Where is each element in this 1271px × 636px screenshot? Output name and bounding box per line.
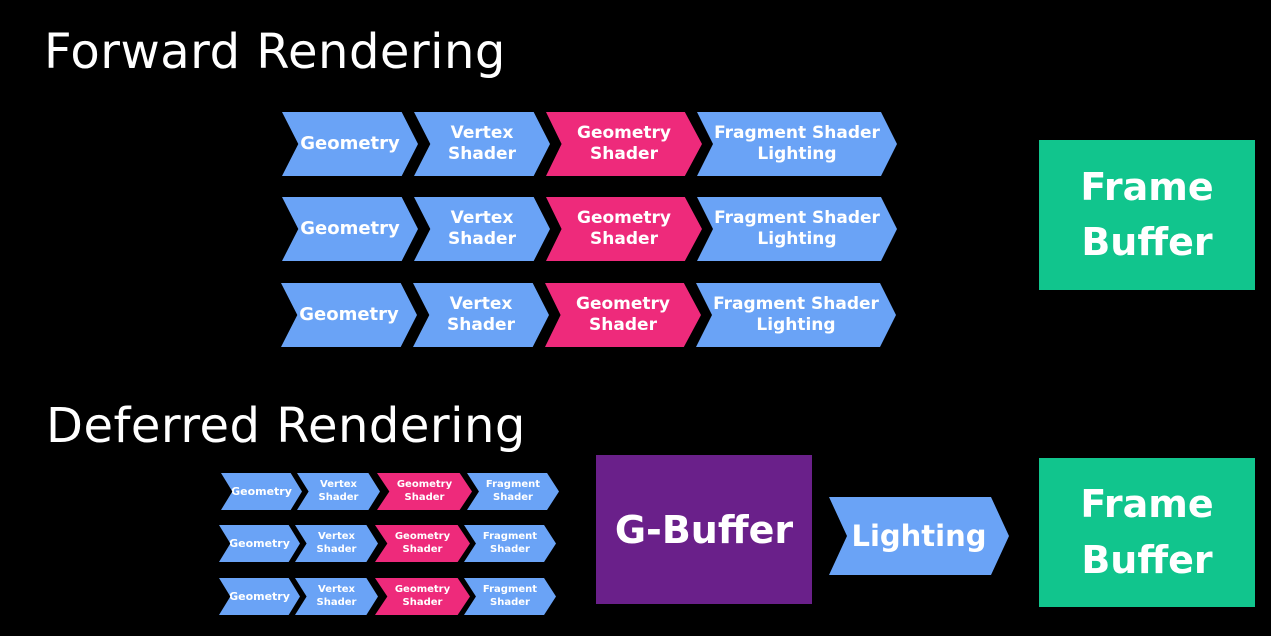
deferred-row1-vertex-shader-stage: Vertex Shader (297, 473, 380, 510)
deferred-row3-geometry-stage: Geometry (219, 578, 300, 615)
forward-rendering-title: Forward Rendering (44, 24, 506, 80)
g-buffer-label: G-Buffer (614, 507, 794, 552)
g-buffer-box: G-Buffer (596, 455, 812, 604)
stage-label: Geometry (299, 303, 399, 325)
stage-label-line2: Shader (490, 543, 530, 555)
stage-label-line2: Shader (490, 596, 530, 608)
deferred-row1-geometry-stage: Geometry (221, 473, 302, 510)
deferred-row3-fragment-shader-stage: Fragment Shader (464, 578, 556, 615)
deferred-rendering-title: Deferred Rendering (46, 398, 526, 454)
stage-label-line1: Vertex (450, 122, 514, 143)
stage-label-line2: Shader (316, 543, 357, 555)
deferred-row3-vertex-shader-stage: Vertex Shader (295, 578, 378, 615)
forward-row1-fragment-shader-stage: Fragment Shader Lighting (697, 112, 897, 176)
stage-label-line2: Shader (590, 144, 658, 164)
stage-label-line1: Vertex (318, 531, 355, 542)
stage-label-line1: Fragment Shader (714, 207, 880, 228)
stage-label: Lighting (851, 518, 987, 553)
stage-label-line2: Shader (316, 596, 357, 608)
forward-row1-geometry-shader-stage: Geometry Shader (546, 112, 702, 176)
frame-buffer-label-line1: Frame (1080, 164, 1214, 209)
forward-row1-vertex-shader-stage: Vertex Shader (414, 112, 550, 176)
deferred-row2-fragment-shader-stage: Fragment Shader (464, 525, 556, 562)
stage-label-line1: Fragment (482, 531, 538, 542)
forward-row3-geometry-shader-stage: Geometry Shader (545, 283, 701, 347)
stage-label-line2: Shader (448, 144, 516, 164)
stage-label-line1: Fragment Shader (714, 122, 880, 143)
stage-label: Geometry (300, 132, 400, 154)
stage-label: Geometry (229, 589, 290, 603)
stage-label-line2: Shader (402, 543, 443, 555)
stage-label-line2: Shader (402, 596, 443, 608)
stage-label-line2: Lighting (757, 229, 837, 249)
deferred-row1-geometry-shader-stage: Geometry Shader (377, 473, 472, 510)
stage-label-line1: Fragment Shader (713, 293, 879, 314)
stage-label-line1: Vertex (449, 293, 513, 314)
stage-label-line1: Fragment (485, 479, 541, 490)
forward-row2-geometry-stage: Geometry (282, 197, 418, 261)
stage-label-line2: Shader (448, 229, 516, 249)
forward-row2-vertex-shader-stage: Vertex Shader (414, 197, 550, 261)
stage-label-line1: Geometry (394, 531, 451, 542)
stage-label-line1: Fragment (482, 584, 538, 595)
deferred-row2-geometry-shader-stage: Geometry Shader (375, 525, 470, 562)
stage-label-line2: Shader (590, 229, 658, 249)
frame-buffer-label-line2: Buffer (1081, 537, 1213, 582)
stage-label-line1: Vertex (318, 584, 355, 595)
stage-label-line2: Lighting (757, 144, 837, 164)
forward-frame-buffer: Frame Buffer (1039, 140, 1255, 290)
stage-label-line2: Shader (447, 315, 515, 335)
stage-label-line2: Shader (589, 315, 657, 335)
deferred-frame-buffer: Frame Buffer (1039, 458, 1255, 607)
forward-row3-fragment-shader-stage: Fragment Shader Lighting (696, 283, 896, 347)
stage-label-line1: Geometry (577, 207, 671, 228)
deferred-row2-vertex-shader-stage: Vertex Shader (295, 525, 378, 562)
stage-label-line1: Vertex (450, 207, 514, 228)
stage-label-line1: Geometry (396, 479, 453, 490)
forward-row1-geometry-stage: Geometry (282, 112, 418, 176)
stage-label-line1: Geometry (394, 584, 451, 595)
stage-label-line1: Vertex (320, 479, 357, 490)
frame-buffer-label-line2: Buffer (1081, 220, 1213, 264)
stage-label-line2: Shader (493, 491, 533, 503)
stage-label-line2: Shader (318, 491, 359, 503)
forward-row3-vertex-shader-stage: Vertex Shader (413, 283, 549, 347)
stage-label: Geometry (300, 217, 400, 239)
stage-label: Geometry (229, 536, 290, 550)
stage-label-line2: Shader (404, 491, 445, 503)
stage-label: Geometry (231, 484, 292, 498)
deferred-row2-geometry-stage: Geometry (219, 525, 300, 562)
stage-label-line1: Geometry (577, 122, 671, 143)
deferred-row1-fragment-shader-stage: Fragment Shader (467, 473, 559, 510)
stage-label-line2: Lighting (756, 315, 836, 335)
stage-label-line1: Geometry (576, 293, 670, 314)
frame-buffer-label-line1: Frame (1080, 482, 1214, 527)
forward-row2-fragment-shader-stage: Fragment Shader Lighting (697, 197, 897, 261)
deferred-row3-geometry-shader-stage: Geometry Shader (375, 578, 470, 615)
forward-row3-geometry-stage: Geometry (281, 283, 417, 347)
lighting-stage: Lighting (829, 497, 1009, 575)
forward-row2-geometry-shader-stage: Geometry Shader (546, 197, 702, 261)
